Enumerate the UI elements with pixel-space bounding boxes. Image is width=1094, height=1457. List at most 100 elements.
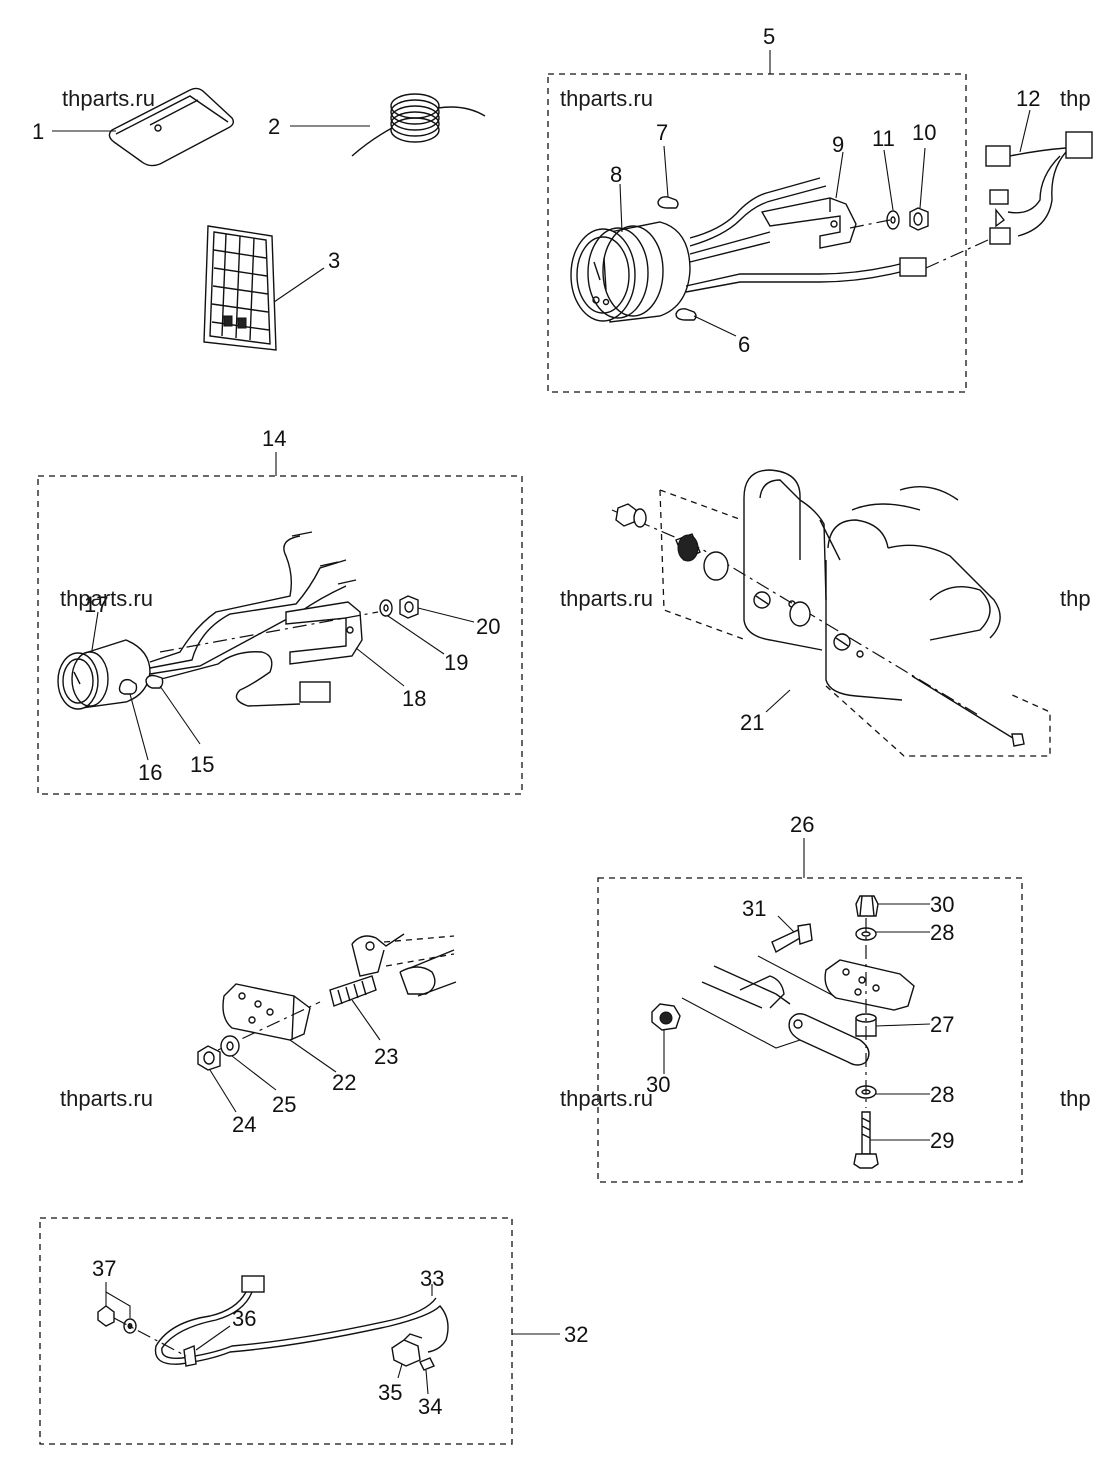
watermark: thparts.ru bbox=[60, 1086, 153, 1111]
leader-3 bbox=[273, 267, 325, 303]
callout-7: 7 bbox=[656, 120, 668, 145]
group-21-frame bbox=[659, 489, 1051, 757]
callout-36: 36 bbox=[232, 1306, 256, 1331]
callout-34: 34 bbox=[418, 1394, 442, 1419]
callout-24: 24 bbox=[232, 1112, 256, 1137]
leader-21 bbox=[765, 689, 791, 713]
callout-12: 12 bbox=[1016, 86, 1040, 111]
callout-21: 21 bbox=[740, 710, 764, 735]
callout-6: 6 bbox=[738, 332, 750, 357]
part-35-sensor bbox=[391, 1333, 423, 1367]
leader-20 bbox=[417, 607, 475, 623]
callout-1: 1 bbox=[32, 119, 44, 144]
watermark: thp bbox=[1060, 86, 1091, 111]
leader-31 bbox=[777, 915, 795, 933]
leader-10 bbox=[919, 147, 926, 209]
leader-22 bbox=[289, 1039, 337, 1073]
part-29-bolt bbox=[853, 1111, 879, 1169]
leader-18 bbox=[355, 647, 405, 687]
centerline-12 bbox=[925, 239, 989, 269]
part-10-nut bbox=[909, 207, 929, 231]
mount-parts-21 bbox=[615, 503, 1025, 747]
callout-28a: 28 bbox=[930, 920, 954, 945]
watermark: thp bbox=[1060, 586, 1091, 611]
leader-9 bbox=[835, 151, 844, 199]
part-36-clamp bbox=[183, 1345, 197, 1367]
watermark: thparts.ru bbox=[560, 586, 653, 611]
part-9-bracket bbox=[760, 197, 857, 249]
watermark: thparts.ru bbox=[560, 86, 653, 111]
callout-25: 25 bbox=[272, 1092, 296, 1117]
callout-8: 8 bbox=[610, 162, 622, 187]
part-16-cap bbox=[118, 678, 138, 695]
callout-15: 15 bbox=[190, 752, 214, 777]
leader-17 bbox=[91, 611, 99, 651]
callout-9: 9 bbox=[832, 132, 844, 157]
part-30-nut-top bbox=[855, 895, 879, 917]
leader-36 bbox=[195, 1325, 231, 1351]
callout-27: 27 bbox=[930, 1012, 954, 1037]
leader-11 bbox=[883, 149, 894, 211]
watermark: thparts.ru bbox=[560, 1086, 653, 1111]
centerline-21 bbox=[611, 509, 981, 717]
part-plate-26 bbox=[824, 959, 915, 1011]
leader-15 bbox=[159, 685, 201, 745]
centerline-32 bbox=[113, 1317, 187, 1357]
callout-18: 18 bbox=[402, 686, 426, 711]
callout-32: 32 bbox=[564, 1322, 588, 1347]
callout-28b: 28 bbox=[930, 1082, 954, 1107]
leader-37 bbox=[105, 1282, 131, 1318]
part-1-pouch bbox=[108, 87, 235, 167]
callout-14: 14 bbox=[262, 426, 286, 451]
part-7-bulb bbox=[657, 196, 679, 209]
leader-34 bbox=[425, 1369, 429, 1395]
callout-23: 23 bbox=[374, 1044, 398, 1069]
arm-part bbox=[739, 975, 785, 1009]
part-8-gauge bbox=[570, 221, 691, 323]
part-23-stud bbox=[329, 975, 377, 1007]
callout-35: 35 bbox=[378, 1380, 402, 1405]
callout-30a: 30 bbox=[930, 892, 954, 917]
part-24-nut bbox=[197, 1045, 221, 1071]
watermark: thp bbox=[1060, 1086, 1091, 1111]
leader-8 bbox=[619, 183, 623, 233]
lever-guides bbox=[681, 955, 835, 1049]
callout-19: 19 bbox=[444, 650, 468, 675]
callout-10: 10 bbox=[912, 120, 936, 145]
gauge-wires bbox=[685, 177, 927, 293]
part-34-screw bbox=[419, 1357, 435, 1371]
callout-3: 3 bbox=[328, 248, 340, 273]
part-22-plate bbox=[222, 983, 311, 1041]
leader-16 bbox=[129, 693, 149, 761]
group-21-engine bbox=[743, 469, 1001, 701]
watermark: thparts.ru bbox=[60, 586, 153, 611]
centerline-22 bbox=[217, 1001, 321, 1051]
lever-lines bbox=[701, 965, 791, 1009]
gauge-14-wires bbox=[149, 531, 357, 707]
part-31-bolt bbox=[771, 923, 813, 954]
part-3-decal bbox=[203, 225, 277, 351]
part-12-harness bbox=[985, 131, 1093, 245]
leader-25 bbox=[231, 1055, 277, 1091]
part-19-washer bbox=[379, 599, 393, 617]
group-32-frame bbox=[39, 1217, 513, 1445]
watermark: thparts.ru bbox=[62, 86, 155, 111]
callout-31: 31 bbox=[742, 896, 766, 921]
part-20-nut bbox=[399, 595, 419, 619]
leader-23 bbox=[351, 999, 381, 1041]
callout-22: 22 bbox=[332, 1070, 356, 1095]
leader-24 bbox=[209, 1069, 237, 1113]
part-15-bulb bbox=[145, 674, 164, 689]
callout-30b: 30 bbox=[646, 1072, 670, 1097]
part-17-gauge bbox=[57, 639, 151, 710]
callout-11: 11 bbox=[872, 126, 895, 151]
callout-33: 33 bbox=[420, 1266, 444, 1291]
callout-37: 37 bbox=[92, 1256, 116, 1281]
group-14-frame bbox=[37, 475, 523, 795]
part-30-nut-side bbox=[651, 1003, 681, 1031]
part-25-washer bbox=[220, 1035, 240, 1057]
callout-2: 2 bbox=[268, 114, 280, 139]
leader-7 bbox=[663, 145, 669, 198]
callout-20: 20 bbox=[476, 614, 500, 639]
